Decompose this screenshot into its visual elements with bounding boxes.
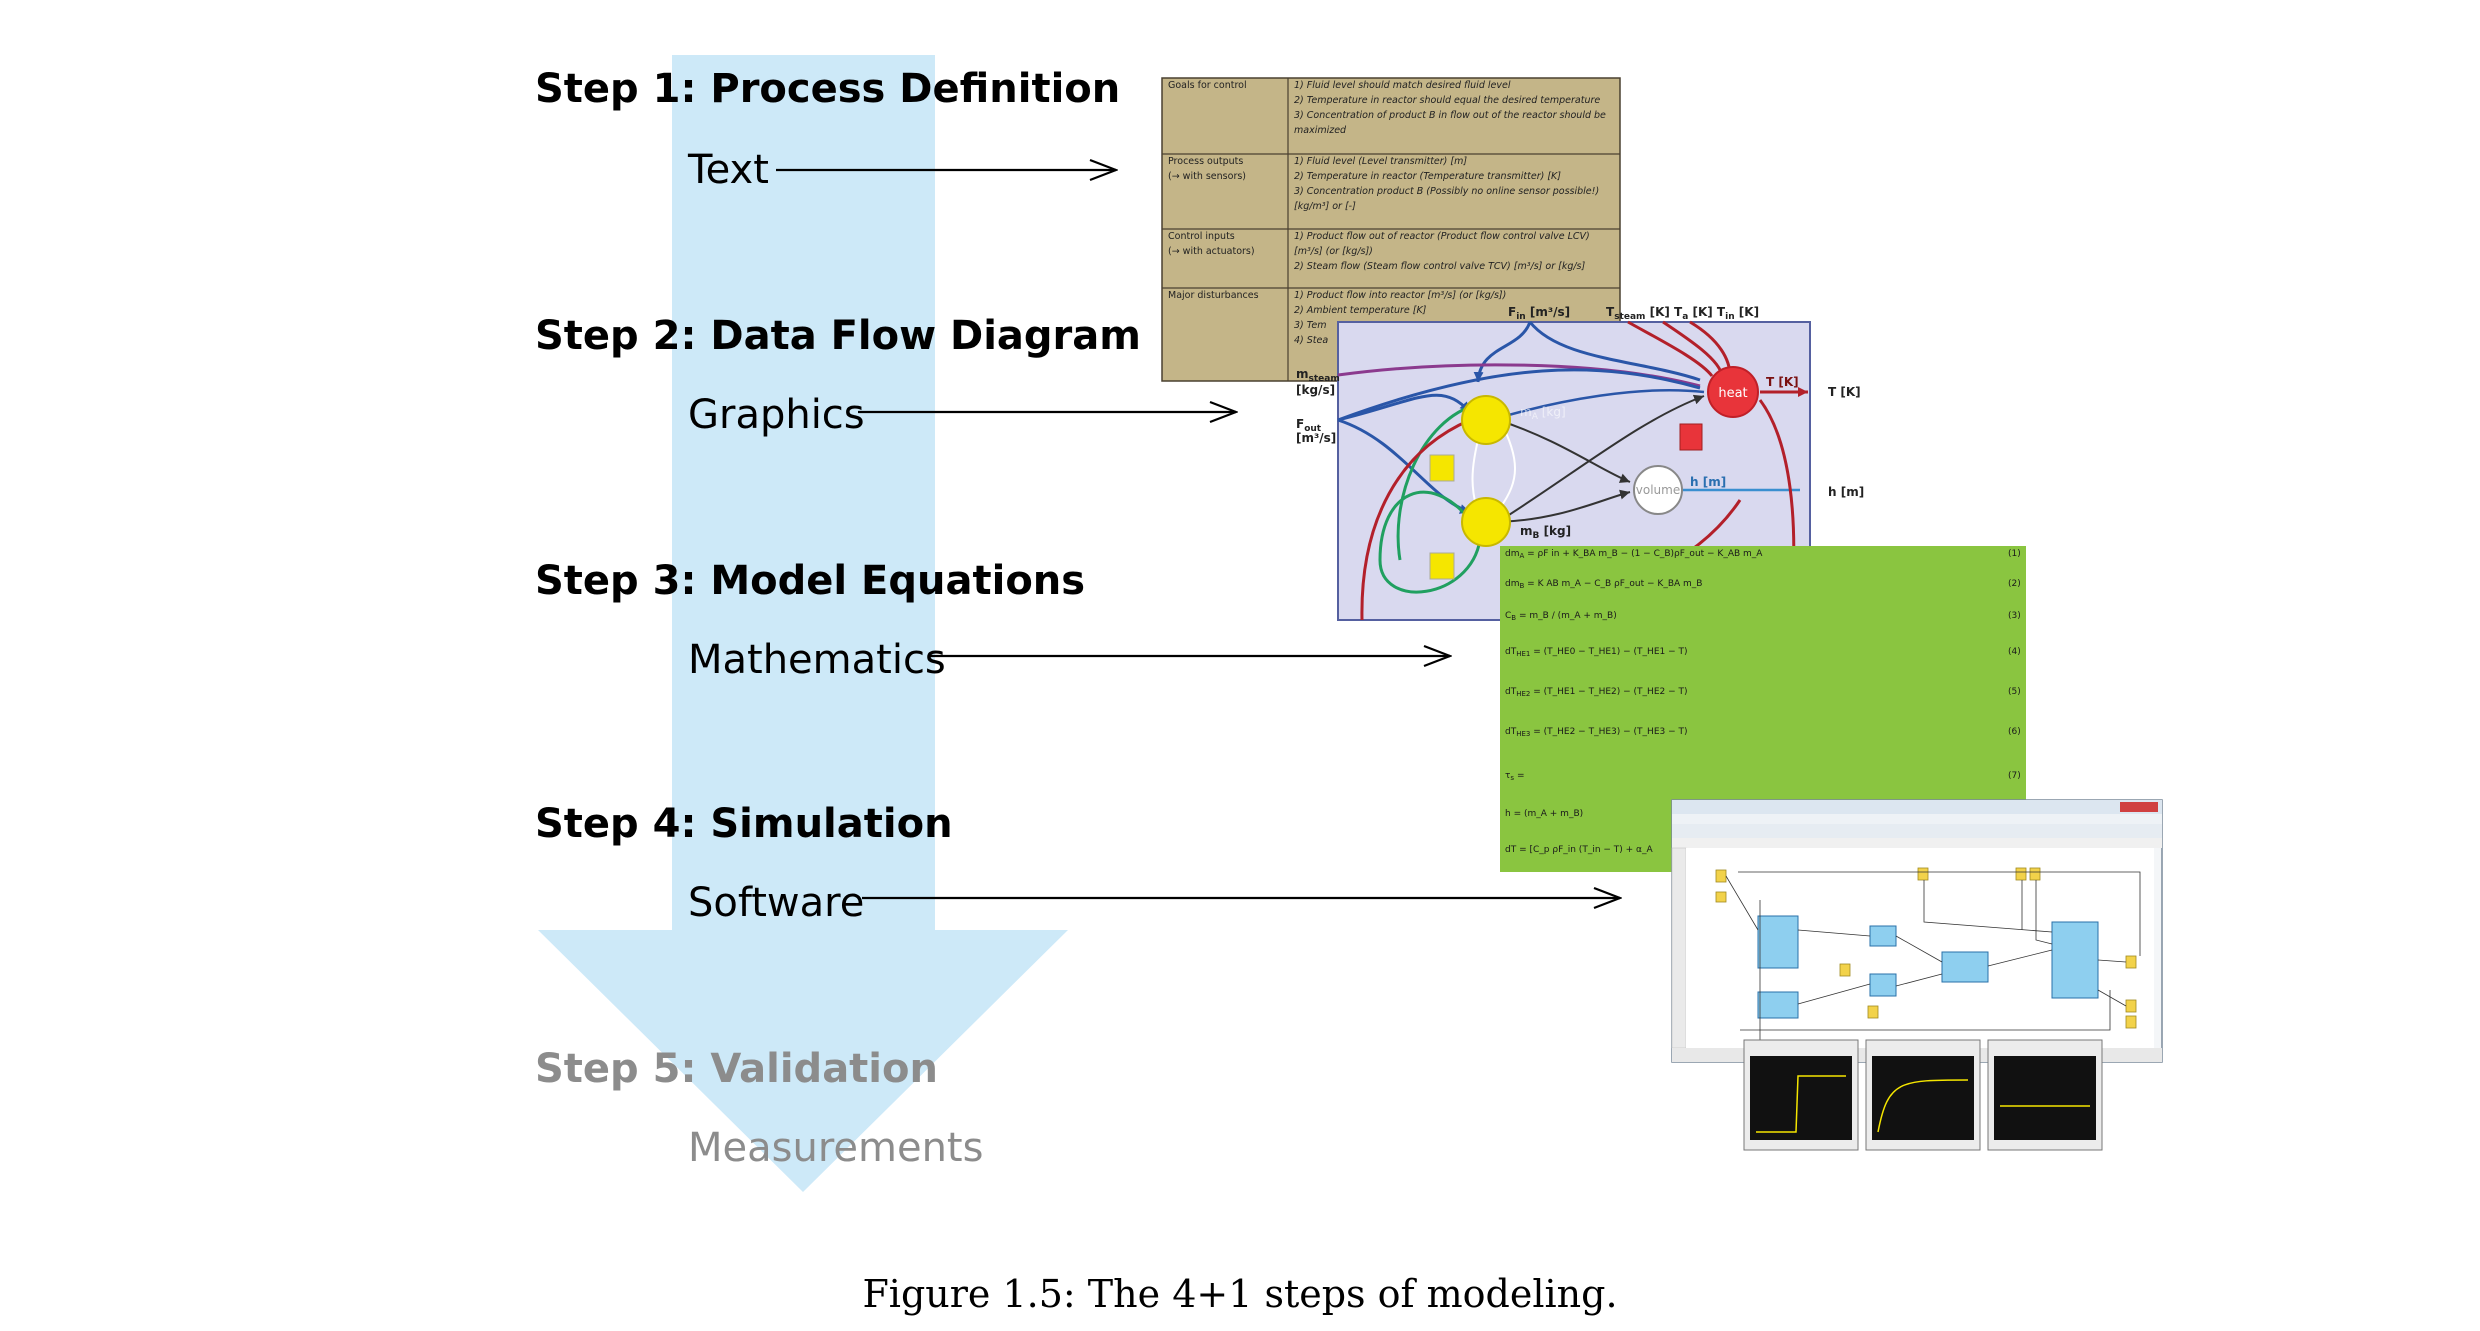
svg-text:Tsteam [K] Ta [K] Tin [K]: Tsteam [K] Ta [K] Tin [K] (1606, 305, 1759, 322)
table-cell-item: 3) Concentration product B (Possibly no … (1294, 186, 1599, 197)
table-row-head: Major disturbances (1168, 290, 1259, 301)
svg-text:Fin [m³/s]: Fin [m³/s] (1508, 305, 1570, 322)
equation-row: CB = m_B / (m_A + m_B) (1505, 611, 1617, 622)
equation-number: (5) (2008, 687, 2021, 697)
dfd-t-out-label: T [K] (1766, 375, 1799, 389)
scope-window-2 (1865, 1039, 1981, 1151)
dfd-top-labels: Fin [m³/s] Tsteam [K] Ta [K] Tin [K] (1508, 305, 1759, 322)
equation-number: (7) (2008, 771, 2021, 781)
svg-text:[kg/s]: [kg/s] (1296, 383, 1335, 397)
dfd-left-labels: msteam [kg/s] Fout [m³/s] (1296, 367, 1340, 445)
equation-number: (2) (2008, 579, 2021, 589)
simulink-window (1671, 799, 2163, 1151)
equation-number: (6) (2008, 727, 2021, 737)
table-cell-item: 1) Fluid level (Level transmitter) [m] (1294, 156, 1467, 167)
scope-window-1 (1743, 1039, 1859, 1151)
table-cell-item: 2) Temperature in reactor (Temperature t… (1294, 171, 1561, 182)
table-cell-item: 2) Steam flow (Steam flow control valve … (1294, 261, 1586, 272)
table-row-head-note: (→ with sensors) (1168, 171, 1246, 182)
equation-row: dmB = K AB m_A − C_B ρF_out − K_BA m_B (1505, 579, 1702, 590)
equation-row: dTHE1 = (T_HE0 − T_HE1) − (T_HE1 − T) (1505, 647, 1688, 658)
svg-text:[m³/s]: [m³/s] (1296, 431, 1336, 445)
svg-text:Fout: Fout (1296, 417, 1322, 434)
step-4-title: Step 4: Simulation (535, 801, 953, 847)
table-cell-item: 1) Product flow into reactor [m³/s] (or … (1294, 290, 1506, 301)
table-cell-item: [m³/s] (or [kg/s]) (1294, 246, 1373, 257)
table-cell-item: maximized (1294, 125, 1347, 136)
equation-number: (4) (2008, 647, 2021, 657)
step-1-title: Step 1: Process Definition (535, 66, 1121, 112)
table-row-head-note: (→ with actuators) (1168, 246, 1255, 257)
equation-row: dTHE3 = (T_HE2 − T_HE3) − (T_HE3 − T) (1505, 727, 1688, 738)
table-row-head: Control inputs (1168, 231, 1235, 242)
dfd-t-right-label: T [K] (1828, 385, 1861, 399)
step-3-subtitle: Mathematics (688, 637, 946, 683)
dfd-mb-label: mB [kg] (1520, 524, 1571, 541)
equation-row: h = (m_A + m_B) (1505, 809, 1583, 819)
equation-row: dT = [C_p ρF_in (T_in − T) + α_A (1505, 845, 1653, 855)
table-cell-item: 1) Product flow out of reactor (Product … (1294, 231, 1590, 242)
step-4-subtitle: Software (688, 880, 865, 926)
table-cell-item: 2) Temperature in reactor should equal t… (1294, 95, 1600, 106)
step-3-title: Step 3: Model Equations (535, 558, 1086, 604)
equation-row: dmA = ρF in + K_BA m_B − (1 − C_B)ρF_out… (1505, 549, 1763, 560)
step-5-title: Step 5: Validation (535, 1046, 938, 1092)
step-2-subtitle: Graphics (688, 392, 865, 438)
step-2-title: Step 2: Data Flow Diagram (535, 313, 1141, 359)
dfd-h-label: h [m] (1690, 475, 1726, 489)
equation-number: (3) (2008, 611, 2021, 621)
equation-number: (1) (2008, 549, 2021, 559)
table-cell-item: 1) Fluid level should match desired flui… (1294, 80, 1511, 91)
svg-text:msteam: msteam (1296, 367, 1340, 384)
step-1-subtitle: Text (688, 147, 769, 193)
table-cell-item: 4) Stea (1294, 335, 1328, 346)
equation-row: dTHE2 = (T_HE1 − T_HE2) − (T_HE2 − T) (1505, 687, 1688, 698)
table-row-head: Process outputs (1168, 156, 1243, 167)
table-cell-item: 3) Concentration of product B in flow ou… (1294, 110, 1606, 121)
figure-caption: Figure 1.5: The 4+1 steps of modeling. (862, 1272, 1618, 1316)
process-definition-table: Goals for control 1) Fluid level should m… (1161, 77, 1621, 382)
equation-row: τs = (1505, 771, 1525, 782)
table-cell-item: 2) Ambient temperature [K] (1294, 305, 1427, 316)
table-cell-item: 3) Tem (1294, 320, 1327, 331)
dfd-h-right-label: h [m] (1828, 485, 1864, 499)
step-5-subtitle: Measurements (688, 1125, 984, 1171)
dfd-ma-label: mA [kg] (1520, 405, 1566, 422)
dfd-heat-label: heat (1718, 386, 1747, 401)
process-arrow (538, 55, 1068, 1192)
dfd-volume-label: volume (1636, 483, 1680, 497)
table-cell-item: [kg/m³] or [-] (1294, 201, 1356, 212)
table-row-head: Goals for control (1168, 80, 1247, 91)
scope-window-3 (1987, 1039, 2103, 1151)
